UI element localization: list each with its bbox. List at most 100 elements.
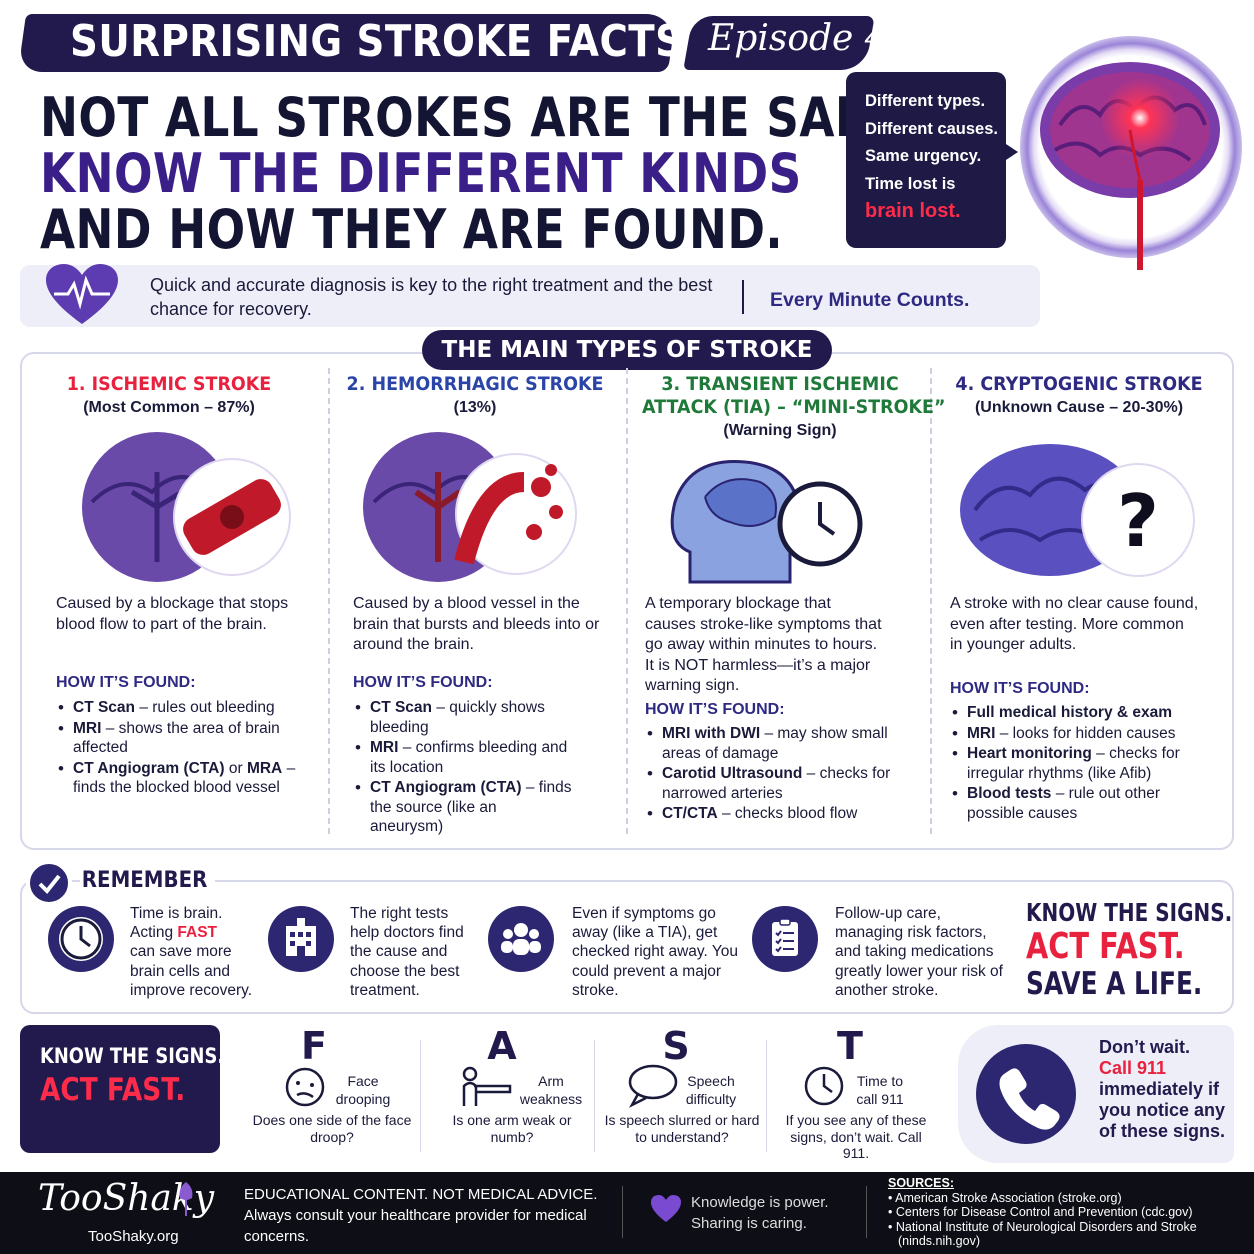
fast-letter-a: A [487, 1024, 517, 1068]
headline-line-1: NOT ALL STROKES ARE THE SAME. [40, 86, 930, 149]
source-item: • National Institute of Neurological Dis… [888, 1219, 1197, 1249]
found-heading: HOW IT’S FOUND: [950, 680, 1090, 697]
clock-icon [804, 1066, 844, 1106]
footer [0, 1172, 1254, 1254]
column-subtitle: (Most Common – 87%) [83, 399, 255, 416]
stroke-type-hemorrhagic: 2. HEMORRHAGIC STROKE (13%) [330, 373, 620, 419]
list-item: CT Scan – rules out bleeding [56, 698, 306, 718]
heart-icon [651, 1195, 681, 1222]
column-subtitle: (13%) [453, 399, 497, 416]
divider [742, 280, 744, 314]
list-item: MRI – confirms bleeding and its location [353, 738, 573, 777]
save-a-life: SAVE A LIFE. [1026, 966, 1203, 1002]
list-item: CT/CTA – checks blood flow [645, 804, 905, 824]
act-fast: ACT FAST. [1026, 926, 1185, 967]
fast-label: Time to call 911 [856, 1073, 904, 1107]
column-subtitle: (Unknown Cause – 20-30%) [974, 399, 1184, 416]
fast-question: Is speech slurred or hard to understand? [604, 1112, 760, 1145]
group-icon [488, 906, 554, 972]
divider [866, 1186, 867, 1238]
know-the-signs: KNOW THE SIGNS. [40, 1044, 225, 1068]
column-divider [930, 368, 932, 834]
brain-question-icon: ? [960, 444, 1195, 577]
urgency-box: Different types. Different causes. Same … [846, 72, 1006, 248]
found-heading: HOW IT’S FOUND: [56, 674, 196, 691]
diagnostic-tests-list: MRI with DWI – may show small areas of d… [645, 724, 905, 825]
speech-bubble-icon [628, 1064, 678, 1108]
diagnosis-banner [20, 265, 1040, 327]
column-divider [626, 368, 628, 834]
know-the-signs: KNOW THE SIGNS. [1026, 898, 1233, 927]
fast-letter-s: S [662, 1024, 690, 1068]
fast-label: Speech difficulty [685, 1073, 737, 1107]
fast-letter-f: F [301, 1024, 327, 1068]
column-description: Caused by a blood vessel in the brain th… [353, 595, 600, 653]
remember-item-time: Time is brain. Acting FAST can save more… [130, 905, 253, 999]
urgency-line: Time lost is [865, 174, 956, 193]
phone-icon [976, 1044, 1076, 1144]
remember-item-followup: Follow-up care, managing risk factors, a… [835, 905, 1003, 999]
stroke-type-ischemic: 1. ISCHEMIC STROKE (Most Common – 87%) [24, 373, 314, 419]
urgency-line: Different causes. [865, 119, 998, 138]
fast-letter-t: T [837, 1024, 863, 1068]
remember-title: REMEMBER [80, 868, 215, 893]
urgency-emphasis: brain lost. [865, 200, 961, 222]
sources: SOURCES: • American Stroke Association (… [888, 1176, 1238, 1249]
found-heading: HOW IT’S FOUND: [353, 674, 493, 691]
urgency-line: Different types. [865, 92, 986, 110]
call-911-text: Don’t wait. Call 911 immediately if you … [1099, 1037, 1226, 1141]
remember-item-tests: The right tests help doctors find the ca… [350, 905, 464, 999]
list-item: Carotid Ultrasound – checks for narrowed… [645, 764, 905, 803]
clock-icon [48, 906, 114, 972]
headline-line-3: AND HOW THEY ARE FOUND. [40, 198, 784, 261]
column-description: A stroke with no clear cause found, even… [950, 595, 1199, 653]
heartbeat-icon [46, 264, 118, 324]
fast-label: Arm weakness [519, 1073, 583, 1107]
list-item: CT Angiogram (CTA) or MRA – finds the bl… [56, 759, 306, 798]
fast-question: If you see any of these signs, don’t wai… [785, 1112, 927, 1161]
diagnostic-tests-list: Full medical history & exam MRI – looks … [950, 703, 1210, 824]
series-title: SURPRISING STROKE FACTS [70, 16, 684, 67]
headline-line-2: KNOW THE DIFFERENT KINDS [40, 142, 802, 205]
divider [210, 880, 1190, 882]
stroke-type-cryptogenic: 4. CRYPTOGENIC STROKE (Unknown Cause – 2… [934, 373, 1224, 419]
column-title: 2. HEMORRHAGIC STROKE [346, 373, 604, 395]
bleeding-artery-brain-icon [363, 432, 577, 582]
list-item: CT Angiogram (CTA) – finds the source (l… [353, 778, 573, 837]
column-subtitle: (Warning Sign) [723, 422, 837, 439]
knowledge-slogan: Knowledge is power. Sharing is caring. [691, 1194, 829, 1232]
list-item: CT Scan – quickly shows bleeding [353, 698, 573, 737]
stroke-type-tia: 3. TRANSIENT ISCHEMIC ATTACK (TIA) – “MI… [630, 373, 946, 442]
fast-question: Is one arm weak or numb? [452, 1112, 572, 1145]
urgency-line: Same urgency. [865, 147, 982, 165]
remember-item-checked: Even if symptoms go away (like a TIA), g… [572, 905, 739, 999]
act-fast: ACT FAST. [40, 1072, 186, 1108]
list-item: MRI – looks for hidden causes [950, 724, 1210, 744]
diagnostic-tests-list: CT Scan – quickly shows bleeding MRI – c… [353, 698, 573, 838]
tulip-icon [179, 1182, 193, 1216]
column-title: 3. TRANSIENT ISCHEMIC [661, 373, 899, 395]
divider [594, 1040, 595, 1152]
speech-tail [1000, 140, 1018, 164]
column-description: A temporary blockage that causes stroke-… [645, 595, 882, 694]
every-minute-counts: Every Minute Counts. [770, 289, 970, 311]
website-url: TooShaky.org [88, 1228, 179, 1245]
column-title: 4. CRYPTOGENIC STROKE [955, 373, 1203, 395]
glowing-brain-icon [1040, 62, 1220, 270]
face-drooping-icon [285, 1067, 325, 1107]
list-item: Blood tests – rule out other possible ca… [950, 784, 1210, 823]
hospital-icon [268, 906, 334, 972]
source-item: • Centers for Disease Control and Preven… [888, 1205, 1193, 1219]
column-title-line-2: ATTACK (TIA) – “MINI-STROKE” [642, 396, 946, 418]
diagnosis-text: Quick and accurate diagnosis is key to t… [150, 275, 713, 319]
section-title: THE MAIN TYPES OF STROKE [422, 330, 832, 370]
found-heading: HOW IT’S FOUND: [645, 701, 785, 718]
episode-label: Episode 4 [708, 18, 888, 59]
divider [420, 1040, 421, 1152]
checkmark-icon [26, 860, 72, 906]
list-item: MRI – shows the area of brain affected [56, 719, 306, 758]
divider [766, 1040, 767, 1152]
source-item: • American Stroke Association (stroke.or… [888, 1190, 1122, 1205]
divider [622, 1186, 623, 1238]
disclaimer: EDUCATIONAL CONTENT. NOT MEDICAL ADVICE.… [244, 1186, 598, 1245]
